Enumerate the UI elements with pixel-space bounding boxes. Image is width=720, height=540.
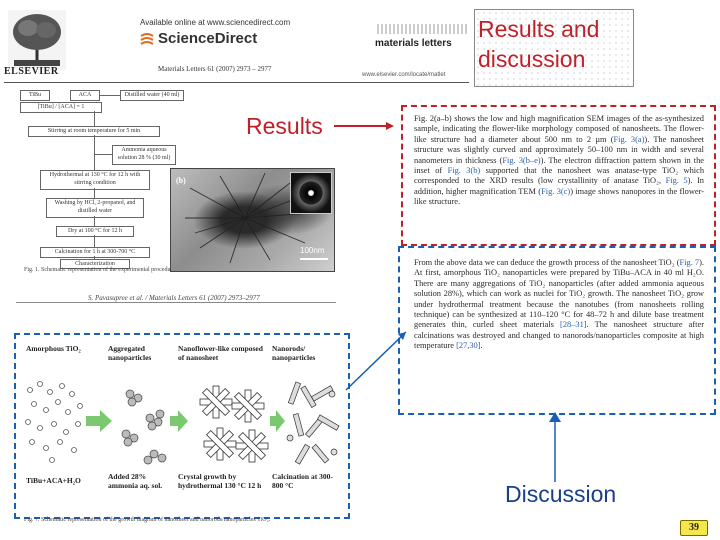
arrow-up-icon xyxy=(549,412,561,482)
journal-url: www.elsevier.com/locate/matlet xyxy=(362,72,446,78)
text-run: ). At first, amorphous TiO₂ nanoparticle… xyxy=(414,258,704,330)
journal-reference: Materials Letters 61 (2007) 2973 – 2977 xyxy=(158,65,272,73)
flow-step-4: Washing by HCl, 2-propanol, and distille… xyxy=(46,198,144,218)
scale-bar xyxy=(300,258,328,260)
flow-step-6: Calcination for 1 h at 300-700 °C xyxy=(40,247,150,258)
stage-caption-3: Crystal growth by hydrothermal 130 °C 12… xyxy=(178,472,262,490)
figure-link[interactable]: Fig. 7 xyxy=(679,258,700,267)
figure-link[interactable]: Fig. 5 xyxy=(665,176,688,186)
nanosheet-texture xyxy=(185,172,311,264)
flow-step-5: Dry at 100 °C for 12 h xyxy=(56,226,134,237)
text-run: ). The nanosheet structure was slightly … xyxy=(414,134,704,165)
stage-caption-2: Added 28% ammonia aq. sol. xyxy=(108,472,163,490)
text-run: Fig. 2(a–b) shows the low and high magni… xyxy=(414,114,704,144)
sciencedirect-logo: ScienceDirect xyxy=(158,30,258,47)
elsevier-tree-logo xyxy=(8,10,66,70)
flow-connector xyxy=(94,235,95,247)
nanorod-particles xyxy=(286,381,340,465)
figure-link[interactable]: Fig. 3(a) xyxy=(613,134,645,144)
text-run: . xyxy=(480,341,483,351)
results-label: Results xyxy=(246,113,323,139)
growth-diagram-box xyxy=(14,333,350,519)
journal-banner xyxy=(377,24,467,34)
reference-link[interactable]: [27,30] xyxy=(456,341,481,351)
journal-title: materials letters xyxy=(375,38,452,49)
flow-ratio: [TiBu] / [ACA] = 1 xyxy=(20,102,102,113)
flow-connector xyxy=(94,145,95,170)
flow-solvent: Distilled water (40 ml) xyxy=(120,90,184,101)
callout-title: Results and discussion xyxy=(478,16,600,72)
stage-caption-1: TiBu+ACA+H₂O xyxy=(26,476,81,485)
flow-connector xyxy=(94,188,95,198)
flow-connector xyxy=(100,95,120,96)
stage-caption-4: Calcination at 300-800 °C xyxy=(272,472,333,490)
header-divider xyxy=(4,82,469,83)
panel-label: (b) xyxy=(176,176,186,185)
flow-connector xyxy=(94,216,95,226)
stage-title-2: Aggregated nanoparticles xyxy=(108,344,152,362)
electron-diffraction-inset xyxy=(290,172,332,214)
stage-title-3: Nanoflower-like composed of nanosheet xyxy=(178,344,263,362)
results-discussion-callout xyxy=(474,9,634,87)
figure-link[interactable]: Fig. 3(b–e) xyxy=(502,155,541,165)
section-divider xyxy=(16,302,336,303)
flow-step-3: Hydrothermal at 130 °C for 12 h with sti… xyxy=(40,170,150,190)
stage-title-1: Amorphous TiO₂ xyxy=(26,344,81,353)
fig7-caption: Fig. 7. Schematic representation of the … xyxy=(24,517,271,523)
flow-reagent-a: TiBu xyxy=(20,90,50,101)
text-run: ) image shows nanopores in the flower-li… xyxy=(414,186,705,207)
page-number-badge: 39 xyxy=(680,520,708,536)
text-run: From the above data we can deduce the gr… xyxy=(414,258,680,267)
flow-step-7: Characterization xyxy=(60,259,130,269)
flow-connector xyxy=(94,111,95,126)
fig1-caption: Fig. 1. Schematic representation of the … xyxy=(24,267,177,273)
publisher-name: ELSEVIER xyxy=(4,66,59,77)
discussion-highlight-box xyxy=(398,246,716,415)
figure-link[interactable]: Fig. 3(c) xyxy=(541,186,571,196)
arrow-right-icon xyxy=(170,410,188,432)
authors-line: S. Pavasupree et al. / Materials Letters… xyxy=(88,294,260,302)
text-run: ). The electron diffraction pattern show… xyxy=(414,155,704,176)
results-highlight-box xyxy=(401,105,716,246)
flow-connector xyxy=(94,256,95,259)
reference-link[interactable]: [28–31] xyxy=(560,320,587,330)
arrow-right-icon xyxy=(334,122,394,130)
growth-diagram-illustration xyxy=(25,381,340,465)
text-run: ). In addition, higher magnification TEM… xyxy=(414,176,704,196)
flow-reagent-b: ACA xyxy=(70,90,100,101)
flow-step-2: Ammonia aqueous solution 28 % (30 ml) xyxy=(112,145,176,165)
results-paragraph: Fig. 2(a–b) shows the low and high magni… xyxy=(414,114,704,208)
arrow-right-icon xyxy=(86,410,112,432)
text-run: supported that the nanosheet was anatase… xyxy=(414,166,705,186)
arrow-right-icon xyxy=(270,410,285,432)
amorphous-particles xyxy=(25,381,83,463)
discussion-label: Discussion xyxy=(505,481,617,507)
stage-title-4: Nanorods/ nanoparticles xyxy=(272,344,316,362)
diagram-to-discussion-arrow xyxy=(345,331,407,391)
available-online-text: Available online at www.sciencedirect.co… xyxy=(140,18,291,27)
text-run: . The nanosheet structure after calcinat… xyxy=(414,320,704,351)
scale-label: 100nm xyxy=(300,246,325,255)
flow-connector xyxy=(94,135,95,145)
sciencedirect-icon xyxy=(140,33,154,45)
nanoflower-clusters xyxy=(199,385,269,463)
aggregated-particles xyxy=(121,389,167,465)
figure-link[interactable]: Fig. 3(b) xyxy=(447,166,481,176)
flow-connector xyxy=(95,154,112,155)
discussion-paragraph: From the above data we can deduce the gr… xyxy=(414,258,704,352)
